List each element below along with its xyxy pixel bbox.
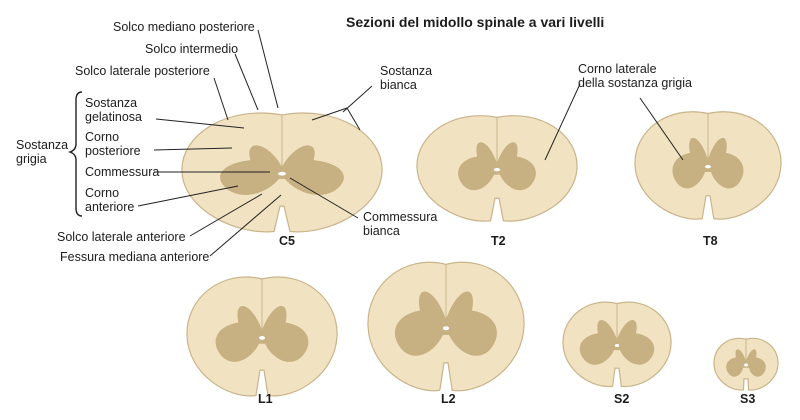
label-fessura-mediana-anteriore: Fessura mediana anteriore	[60, 250, 209, 264]
sostanza-grigia-brace	[70, 92, 82, 216]
label-corno-laterale-1: Corno laterale	[578, 62, 657, 76]
label-solco-mediano-posteriore: Solco mediano posteriore	[113, 20, 255, 34]
label-sostanza-bianca-1: Sostanza	[380, 64, 432, 78]
leader-solco-laterale-posteriore	[214, 78, 228, 120]
central-canal	[278, 172, 286, 176]
diagram-title: Sezioni del midollo spinale a vari livel…	[346, 14, 604, 30]
cord-section-t8	[635, 112, 781, 219]
cord-section-s3	[714, 338, 778, 390]
leader-solco-mediano-posteriore	[258, 30, 278, 108]
cord-section-l1	[187, 277, 337, 396]
label-commessura-bianca-2: bianca	[363, 224, 400, 238]
label-sostanza-grigia-1: Sostanza	[16, 138, 68, 152]
central-canal	[443, 326, 449, 330]
section-label-l2: L2	[441, 392, 456, 406]
section-label-t2: T2	[491, 234, 506, 248]
section-label-s3: S3	[740, 392, 755, 406]
section-label-l1: L1	[258, 392, 273, 406]
cord-section-t2	[417, 116, 577, 221]
label-corno-laterale-2: della sostanza grigia	[578, 76, 692, 90]
label-corno-posteriore-2: posteriore	[85, 144, 141, 158]
section-label-c5: C5	[279, 234, 295, 248]
label-sostanza-gelatinosa-2: gelatinosa	[85, 110, 142, 124]
label-solco-laterale-anteriore: Solco laterale anteriore	[57, 230, 186, 244]
central-canal	[744, 363, 748, 366]
cord-section-s2	[563, 302, 671, 386]
label-corno-anteriore-2: anteriore	[85, 200, 134, 214]
label-sostanza-grigia-2: grigia	[16, 152, 47, 166]
section-label-t8: T8	[703, 234, 718, 248]
label-commessura-bianca-1: Commessura	[363, 210, 437, 224]
central-canal	[615, 344, 619, 347]
label-corno-posteriore-1: Corno	[85, 130, 119, 144]
cord-section-l2	[368, 262, 524, 390]
central-canal	[259, 336, 265, 340]
central-canal	[705, 165, 711, 168]
section-label-s2: S2	[614, 392, 629, 406]
label-solco-intermedio: Solco intermedio	[145, 42, 238, 56]
central-canal	[494, 168, 500, 171]
leader-solco-intermedio	[235, 54, 258, 110]
label-sostanza-bianca-2: bianca	[380, 78, 417, 92]
label-commessura: Commessura	[85, 165, 159, 179]
label-corno-anteriore-1: Corno	[85, 186, 119, 200]
label-solco-laterale-posteriore: Solco laterale posteriore	[75, 64, 210, 78]
label-sostanza-gelatinosa-1: Sostanza	[85, 96, 137, 110]
